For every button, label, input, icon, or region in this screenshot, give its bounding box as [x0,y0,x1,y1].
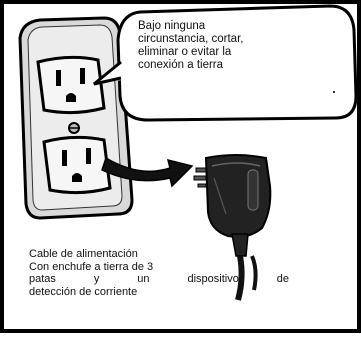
caption: Cable de alimentación Con enchufe a tier… [29,248,329,298]
warning-callout: Bajo ninguna circunstancia, cortar, elim… [138,20,338,72]
caption-line: patas y un dispositivo de [29,273,289,285]
speech-bubble [93,4,358,122]
callout-line: eliminar o evitar la [138,46,232,58]
caption-line: Con enchufe a tierra de 3 [29,260,154,273]
caption-title: Cable de alimentación [29,248,138,260]
curved-arrow-icon [101,156,194,188]
callout-line: circunstancia, cortar, [138,33,244,45]
wall-outlet-plate [18,16,134,220]
callout-line: conexión a tierra [138,59,224,71]
upper-receptacle [36,55,106,115]
caption-line: detección de corriente [29,285,138,298]
plug-icon [193,154,272,301]
callout-line: Bajo ninguna [138,20,206,32]
lower-receptacle [42,135,112,195]
